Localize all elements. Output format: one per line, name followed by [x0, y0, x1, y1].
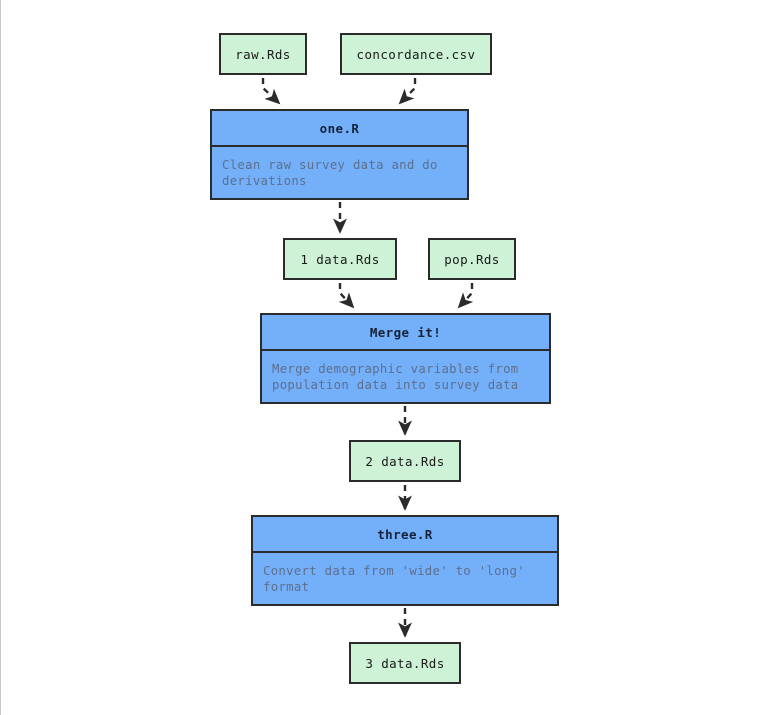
node-3-data-rds[interactable]: 3 data.Rds: [349, 642, 461, 684]
node-description: Clean raw survey data and do derivations: [222, 157, 438, 188]
node-merge-it[interactable]: Merge it! Merge demographic variables fr…: [260, 313, 551, 404]
edge-1data-to-merge: [338, 283, 355, 309]
node-label: raw.Rds: [235, 46, 291, 62]
node-one-r[interactable]: one.R Clean raw survey data and do deriv…: [210, 109, 469, 200]
node-label: 1 data.Rds: [300, 251, 380, 267]
node-title: three.R: [253, 517, 557, 553]
node-concordance-csv[interactable]: concordance.csv: [340, 33, 492, 75]
node-pop-rds[interactable]: pop.Rds: [428, 238, 516, 280]
node-raw-rds[interactable]: raw.Rds: [219, 33, 307, 75]
node-title: one.R: [212, 111, 467, 147]
node-three-r[interactable]: three.R Convert data from 'wide' to 'lon…: [251, 515, 559, 606]
edge-pop-to-merge: [457, 283, 474, 309]
node-2-data-rds[interactable]: 2 data.Rds: [349, 440, 461, 482]
node-label: 3 data.Rds: [365, 655, 445, 671]
node-description: Merge demographic variables from populat…: [272, 361, 519, 392]
node-1-data-rds[interactable]: 1 data.Rds: [283, 238, 397, 280]
node-label: 2 data.Rds: [365, 453, 445, 469]
node-description: Convert data from 'wide' to 'long' forma…: [263, 563, 525, 594]
node-title: Merge it!: [262, 315, 549, 351]
edge-raw-to-one: [261, 78, 281, 105]
edge-concordance-to-one: [398, 78, 417, 105]
node-label: concordance.csv: [356, 46, 476, 62]
node-label: pop.Rds: [444, 251, 500, 267]
